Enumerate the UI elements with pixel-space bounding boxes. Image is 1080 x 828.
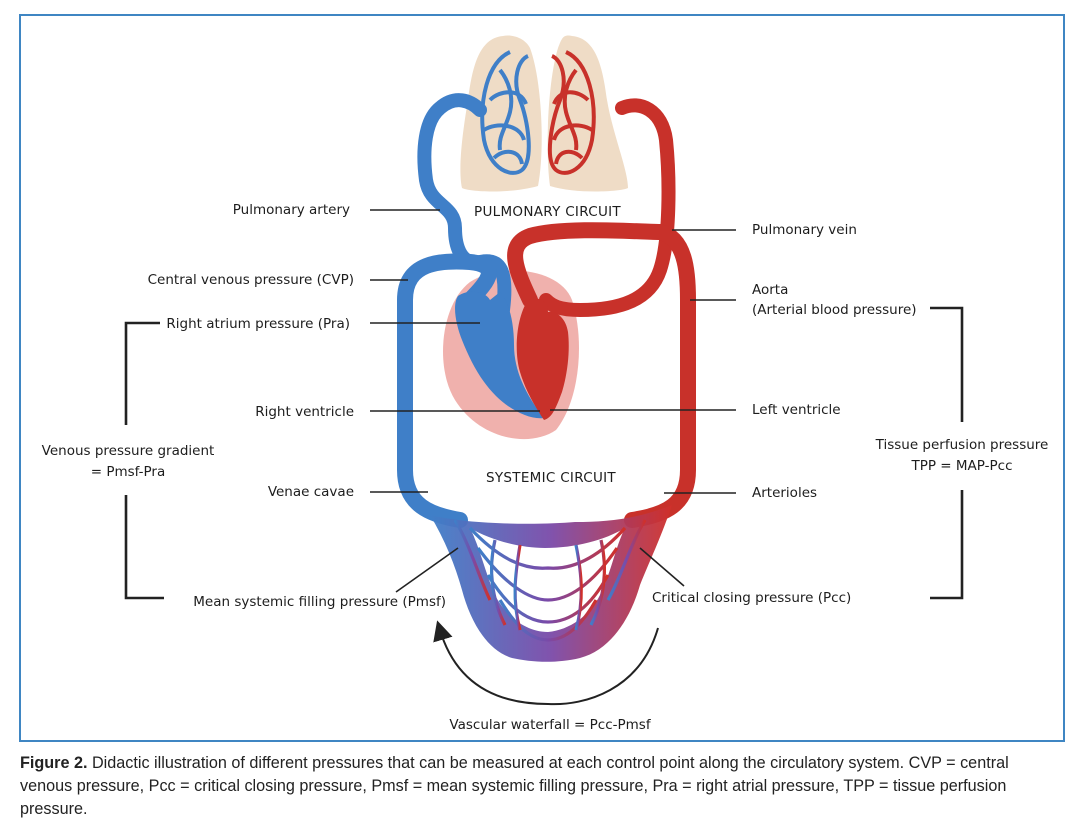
arterioles-label: Arterioles	[752, 485, 817, 501]
aorta-sub-label: (Arterial blood pressure)	[752, 302, 917, 318]
venae-cavae-vessel	[397, 253, 497, 528]
venous-gradient-formula: = Pmsf-Pra	[91, 464, 166, 480]
pulmonary-vein-label: Pulmonary vein	[752, 222, 857, 238]
circulation-diagram: PULMONARY CIRCUIT SYSTEMIC CIRCUIT Pulmo…	[42, 35, 1049, 733]
systemic-circuit-label: SYSTEMIC CIRCUIT	[486, 470, 616, 486]
venae-cavae-label: Venae cavae	[268, 484, 354, 500]
pulmonary-vein-vessel	[539, 98, 676, 318]
pulmonary-circuit-label: PULMONARY CIRCUIT	[474, 204, 621, 220]
left-heart	[516, 298, 569, 420]
lungs	[460, 35, 628, 192]
right-lung-vessels	[547, 50, 596, 175]
capillary-mesh	[453, 519, 647, 642]
pulmonary-artery-label: Pulmonary artery	[233, 202, 350, 218]
waterfall-arrow	[433, 620, 659, 706]
vascular-waterfall-label: Vascular waterfall = Pcc-Pmsf	[449, 717, 651, 733]
pcc-label: Critical closing pressure (Pcc)	[652, 590, 851, 606]
aorta-vessel	[507, 222, 696, 528]
vessels	[397, 93, 696, 528]
tpp-bracket	[930, 306, 964, 600]
caption-label: Figure 2.	[20, 754, 88, 772]
right-atrium-pressure-label: Right atrium pressure (Pra)	[166, 316, 350, 332]
cvp-label: Central venous pressure (CVP)	[148, 272, 354, 288]
caption-text: Didactic illustration of different press…	[20, 754, 1009, 818]
tpp-formula: TPP = MAP-Pcc	[910, 458, 1012, 474]
aorta-label: Aorta	[752, 282, 788, 298]
figure-caption: Figure 2. Didactic illustration of diffe…	[20, 752, 1065, 821]
pmsf-label: Mean systemic filling pressure (Pmsf)	[193, 594, 446, 610]
left-lung-vessels	[480, 50, 531, 175]
right-lung	[547, 35, 628, 192]
venous-gradient-label: Venous pressure gradient	[42, 443, 215, 459]
left-ventricle-label: Left ventricle	[752, 402, 841, 418]
left-lung	[460, 35, 542, 192]
capillary-bed	[430, 505, 672, 662]
right-leader-lines	[550, 229, 736, 587]
left-leader-lines	[370, 209, 540, 593]
right-ventricle-label: Right ventricle	[255, 404, 354, 420]
tpp-label: Tissue perfusion pressure	[875, 437, 1049, 453]
venous-gradient-bracket	[124, 321, 164, 600]
